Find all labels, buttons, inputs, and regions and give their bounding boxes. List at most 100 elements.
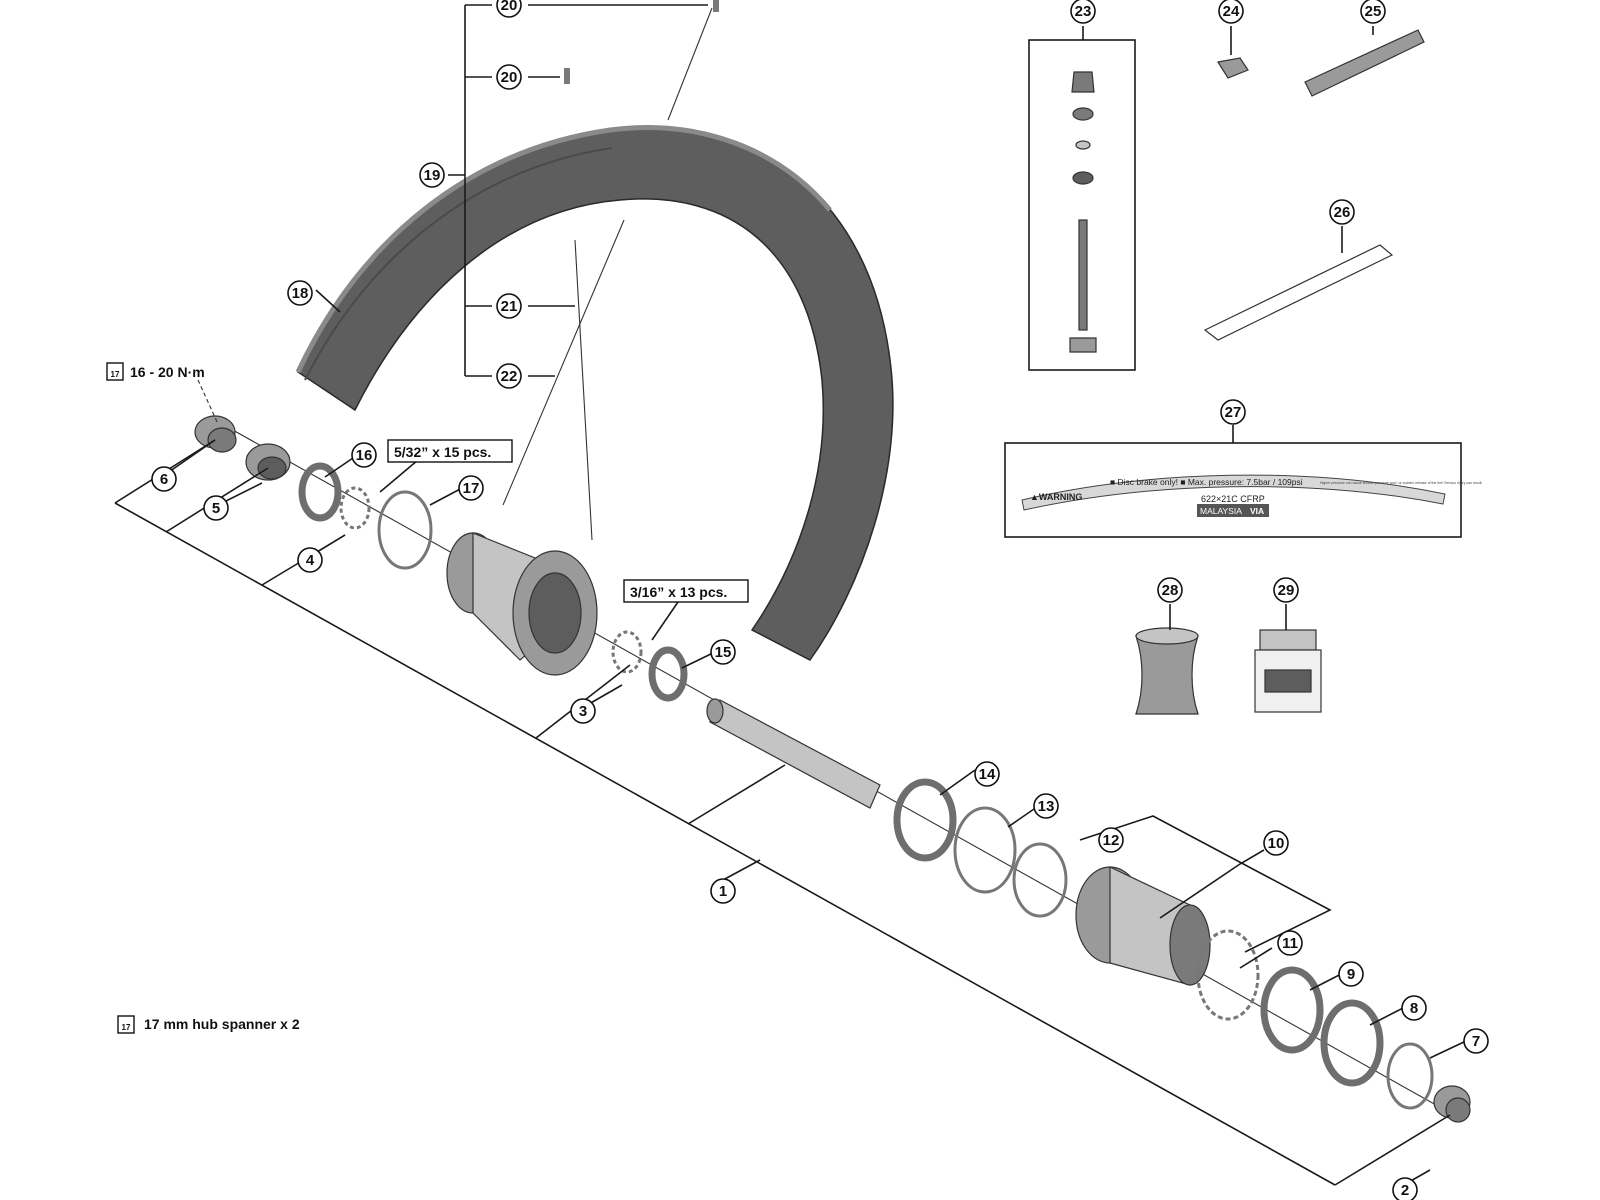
decal-line1-tail-text: Higher pressure can cause sudden punctur… [1320,481,1482,485]
callout-10: 10 [1263,830,1289,856]
svg-text:3: 3 [579,703,587,720]
callout-3: 3 [570,698,596,724]
grease-jar-29 [1254,629,1322,713]
callout-17: 17 [458,475,484,501]
svg-text:29: 29 [1278,582,1295,599]
spoke-wrench-25 [1304,29,1425,97]
svg-text:11: 11 [1282,935,1298,952]
callout-27: 27 [1220,399,1246,425]
callout-1: 1 [710,878,736,904]
svg-text:7: 7 [1472,1033,1480,1050]
spanner-note-text: 17 mm hub spanner x 2 [144,1016,300,1032]
cone-15 [648,646,688,702]
tube-adapter-28 [1135,627,1199,715]
callout-28: 28 [1157,577,1183,603]
valve-nut-24 [1217,57,1249,79]
svg-text:10: 10 [1268,835,1285,852]
svg-text:25: 25 [1365,3,1382,20]
callout-25: 25 [1360,0,1386,24]
callout-9: 9 [1338,961,1364,987]
callout-6: 6 [151,466,177,492]
decal-brand-text: VIA [1250,506,1264,516]
svg-text:23: 23 [1075,3,1092,20]
callout-22: 22 [496,363,522,389]
valve-kit-box [1028,39,1136,371]
hub-spanner-icon [117,1015,135,1034]
svg-text:22: 22 [501,368,518,385]
torque-wrench-icon [106,362,124,381]
spanner-note: 17 17 mm hub spanner x 2 [117,1015,300,1034]
decal-line1-text: ■ Disc brake only! ■ Max. pressure: 7.5b… [1110,477,1303,487]
bearings-large-note: 3/16” x 13 pcs. [623,579,749,603]
callout-16: 16 [351,442,377,468]
bearings-large-text: 3/16” x 13 pcs. [630,584,727,600]
torque-note: 17 16 - 20 N·m [106,362,205,381]
spanner-tool-number: 17 [122,1023,131,1032]
seal-8 [1320,999,1384,1087]
callout-26: 26 [1329,199,1355,225]
seal-9 [1260,966,1324,1054]
callout-12: 12 [1098,827,1124,853]
ring-12 [1012,842,1068,918]
rim-decal: ▲WARNING ■ Disc brake only! ■ Max. press… [1021,474,1482,517]
nipple-20-top [713,0,719,12]
svg-text:13: 13 [1038,798,1055,815]
decal-size-text: 622×21C CFRP [1201,494,1265,504]
callout-7: 7 [1463,1028,1489,1054]
decal-origin-text: MALAYSIA [1200,506,1242,516]
callout-18: 18 [287,280,313,306]
axle [706,698,881,809]
svg-text:20: 20 [501,69,518,86]
bearings-small-text: 5/32” x 15 pcs. [394,444,491,460]
svg-text:28: 28 [1162,582,1179,599]
svg-text:26: 26 [1334,204,1351,221]
torque-note-text: 16 - 20 N·m [130,364,205,380]
callout-21: 21 [496,293,522,319]
svg-text:21: 21 [501,298,518,315]
svg-text:15: 15 [715,644,732,661]
locknut-5 [245,443,291,481]
ring-13 [953,806,1017,894]
svg-text:18: 18 [292,285,309,302]
svg-text:17: 17 [463,480,480,497]
bearing-retainer-3 [611,630,643,674]
svg-text:16: 16 [356,447,373,464]
callout-19: 19 [419,162,445,188]
callout-5: 5 [203,495,229,521]
svg-text:5: 5 [212,500,220,517]
svg-text:27: 27 [1225,404,1242,421]
end-cap-6 [194,415,237,453]
svg-text:1: 1 [719,883,727,900]
valve-kit [1069,71,1097,353]
callout-2: 2 [1392,1177,1418,1200]
callout-29: 29 [1273,577,1299,603]
svg-text:24: 24 [1223,3,1240,20]
svg-text:12: 12 [1103,832,1120,849]
svg-text:9: 9 [1347,966,1355,983]
hub-shell [446,532,598,676]
spoke-21 [502,219,625,506]
callout-11: 11 [1277,930,1303,956]
freehub-body-10 [1075,866,1211,986]
svg-text:4: 4 [306,552,315,569]
torque-tool-number: 17 [111,370,120,379]
callout-15: 15 [710,639,736,665]
bearings-small-note: 5/32” x 15 pcs. [387,439,513,463]
spokes [502,0,719,541]
svg-text:14: 14 [979,766,996,783]
callout-8: 8 [1401,995,1427,1021]
callout-20-top: 20 [496,0,522,18]
callout-14: 14 [974,761,1000,787]
ratchet-ring-11 [1196,929,1260,1021]
callout-20: 20 [496,64,522,90]
nipple-20 [564,68,570,84]
bearing-retainer-4 [339,486,371,530]
spoke-22 [574,239,593,541]
callout-13: 13 [1033,793,1059,819]
svg-text:8: 8 [1410,1000,1418,1017]
svg-text:20: 20 [501,0,518,14]
svg-text:19: 19 [424,167,441,184]
callout-4: 4 [297,547,323,573]
rim-tape-26 [1203,244,1394,341]
